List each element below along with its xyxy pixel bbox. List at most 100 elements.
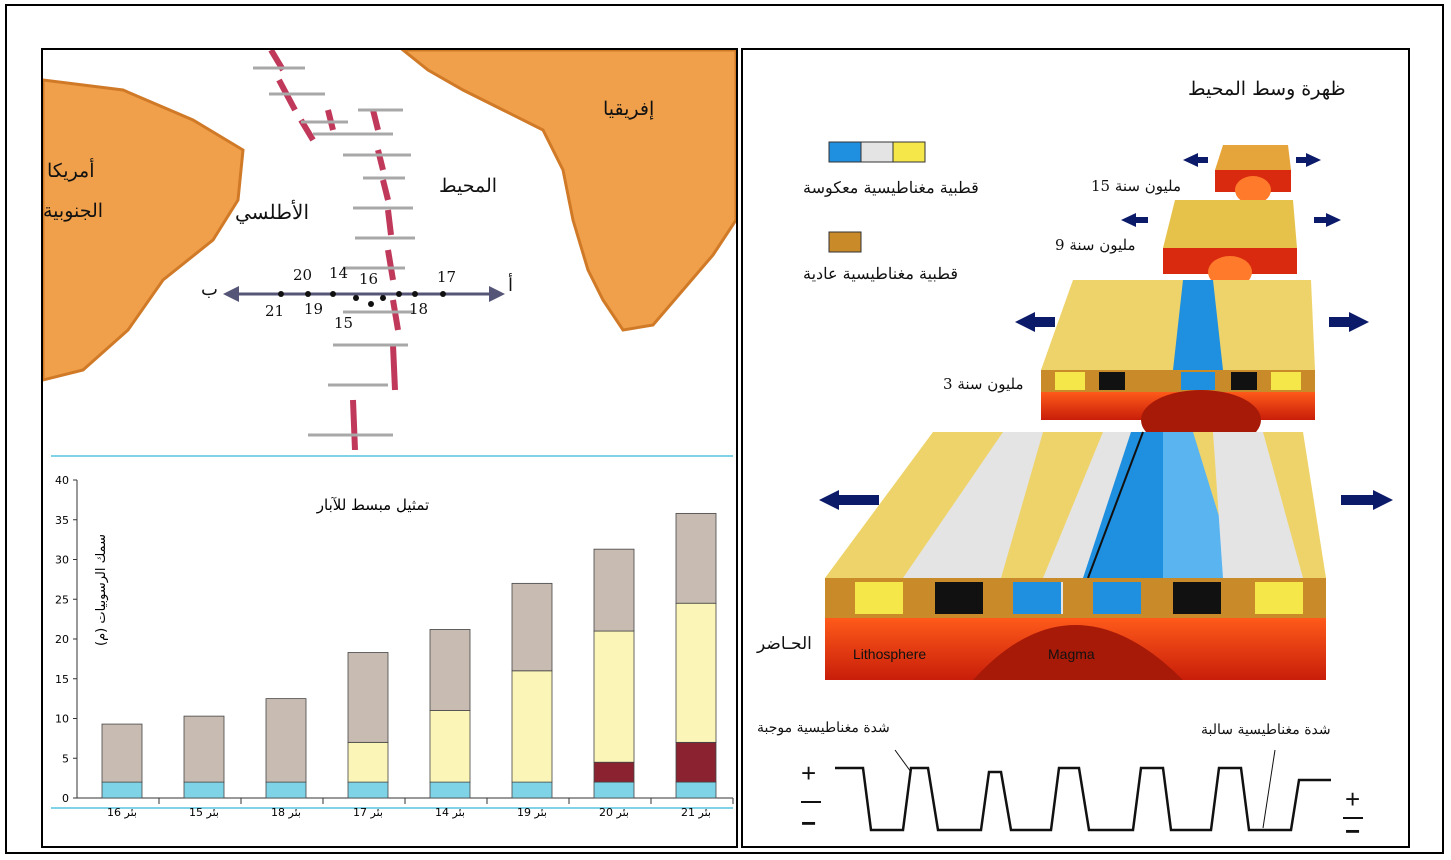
x-tick-label: بئر 21 [681, 806, 711, 819]
arrow-left-icon [223, 286, 239, 302]
africa-landmass [400, 50, 736, 332]
south-america-label-2: الجنوبية [43, 200, 104, 222]
x-tick-label: بئر 15 [189, 806, 219, 819]
bar-segment [429, 710, 471, 783]
plus-sign-right: + [1345, 784, 1361, 814]
ocean-label-2: الأطلسي [235, 200, 310, 224]
lithosphere-label: Lithosphere [853, 646, 927, 662]
present-label: الحـاضر [757, 634, 812, 654]
y-tick-label: 25 [55, 593, 69, 606]
well-number: 17 [437, 268, 457, 286]
legend-reversed-label: قطبية مغناطيسية معكوسة [803, 178, 979, 197]
bars [101, 512, 717, 799]
legend-brown-swatch [828, 231, 862, 253]
left-panel: إفريقيا أمريكا الجنوبية المحيط الأطلسي أ… [41, 48, 738, 848]
bar-segment [265, 781, 307, 799]
positive-leader-line [894, 749, 912, 773]
y-tick-label: 0 [62, 792, 69, 805]
spreading-arrows [819, 153, 1393, 510]
age-15-label: 15 مليون سنة [1091, 177, 1182, 195]
bar-segment [675, 602, 717, 743]
arrow-right-icon [489, 286, 505, 302]
bar-segment [675, 781, 717, 799]
well-number: 16 [359, 270, 379, 288]
well-number: 15 [334, 314, 354, 332]
age-3-label: 3 مليون سنة [943, 375, 1024, 393]
bar-segment [265, 698, 307, 783]
block-15my [1215, 145, 1291, 204]
bar-segment [101, 781, 143, 799]
magnetic-profile-line [835, 766, 1331, 832]
legend-normal-label: قطبية مغناطيسية عادية [803, 264, 958, 283]
magma-label: Magma [1048, 646, 1095, 662]
bar-segment [347, 652, 389, 743]
south-america-label-1: أمريكا [47, 160, 95, 182]
bar-segment [183, 715, 225, 783]
bar-segment [675, 741, 717, 783]
ocean-label-1: المحيط [439, 175, 498, 197]
x-tick-label: بئر 18 [271, 806, 301, 819]
bar-segment [593, 548, 635, 632]
minus-sign-right: − [1345, 816, 1361, 846]
positive-intensity-label: شدة مغناطيسية موجبة [757, 720, 890, 736]
right-panel: ظهرة وسط المحيط قطبية مغناطيسية معكوسة ق… [741, 48, 1410, 848]
wells-chart: تمثيل مبسط للآبار سمك الرسوبيات (م) 0 5 10… [43, 450, 736, 846]
seafloor-diagram [801, 141, 1393, 832]
minus-sign-left: − [801, 808, 817, 838]
well-number: 20 [293, 266, 313, 284]
outer-frame [5, 4, 1444, 854]
y-tick-label: 10 [55, 713, 69, 726]
bar-segment [183, 781, 225, 799]
bar-segment [511, 781, 553, 799]
transform-faults [253, 66, 415, 437]
well-number: 19 [304, 300, 324, 318]
y-tick-label: 30 [55, 554, 69, 567]
y-axis-label: سمك الرسوبيات (م) [94, 534, 109, 646]
point-a-label: أ [508, 275, 514, 296]
x-tick-label: بئر 16 [107, 806, 137, 819]
well-points [278, 291, 446, 307]
x-tick-label: بئر 19 [517, 806, 547, 819]
bar-segment [593, 630, 635, 763]
bar-segment [429, 781, 471, 799]
well-number: 14 [329, 264, 349, 282]
plus-sign-left: + [801, 758, 817, 788]
bar-segment [101, 723, 143, 783]
negative-leader-line [1262, 749, 1276, 829]
south-america-landmass [43, 78, 245, 382]
bar-segment [511, 582, 553, 672]
legend-yellow-swatch [892, 141, 926, 163]
negative-intensity-label: شدة مغناطيسية سالبة [1201, 722, 1331, 738]
ocean-map [43, 50, 736, 450]
x-tick-label: بئر 20 [599, 806, 629, 819]
bar-segment [429, 629, 471, 711]
point-b-label: ب [201, 279, 218, 300]
wells-bar-chart: تمثيل مبسط للآبار سمك الرسوبيات (م) 0 5 10… [51, 455, 734, 819]
bar-segment [347, 781, 389, 799]
y-tick-label: 5 [62, 752, 69, 765]
x-tick-label: بئر 14 [435, 806, 465, 819]
bar-segment [675, 512, 717, 604]
bar-segment [593, 761, 635, 783]
well-number: 18 [409, 300, 429, 318]
y-tick-label: 15 [55, 673, 69, 686]
chart-title: تمثيل مبسط للآبار [316, 496, 430, 514]
y-tick-label: 40 [55, 474, 69, 487]
bar-segment [347, 741, 389, 783]
block-3my [1041, 280, 1315, 450]
block-9my [1163, 200, 1297, 288]
y-tick-label: 35 [55, 514, 69, 527]
y-ticks: 0 5 10 15 20 25 30 35 40 [55, 474, 77, 805]
bar-segment [593, 781, 635, 799]
x-tick-label: بئر 17 [353, 806, 383, 819]
bar-segment [511, 670, 553, 783]
legend-blue-swatch [828, 141, 862, 163]
block-present [825, 431, 1326, 680]
africa-label: إفريقيا [603, 98, 655, 120]
x-tick-labels: بئر 16 بئر 15 بئر 18 بئر 17 بئر 14 بئر 19 بئر … [107, 798, 734, 819]
well-number: 21 [265, 302, 285, 320]
age-9-label: 9 مليون سنة [1055, 236, 1136, 254]
y-tick-label: 20 [55, 633, 69, 646]
legend-grey-swatch [860, 141, 894, 163]
diagram-title: ظهرة وسط المحيط [1188, 78, 1346, 100]
